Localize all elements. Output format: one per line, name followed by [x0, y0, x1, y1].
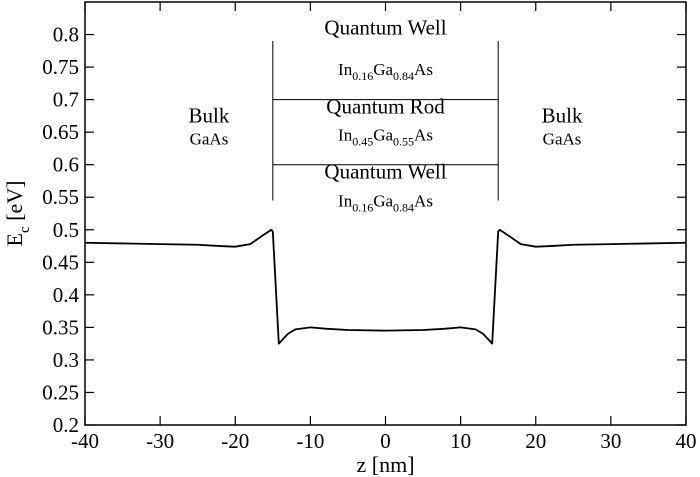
annotation-qw-top-comp: In0.16Ga0.84As	[338, 60, 433, 83]
annotation-bulk-left-comp: GaAs	[190, 130, 229, 149]
x-tick-label: -30	[146, 429, 174, 453]
annotation-qw-bottom-comp: In0.16Ga0.84As	[338, 191, 433, 214]
y-tick-label: 0.65	[42, 120, 79, 144]
y-tick-label: 0.75	[42, 55, 79, 79]
annotation-bulk-left-title: Bulk	[189, 103, 230, 127]
x-tick-label: 0	[380, 429, 391, 453]
y-tick-label: 0.25	[42, 380, 79, 404]
y-tick-label: 0.6	[53, 153, 79, 177]
region-lines	[272, 41, 499, 201]
y-tick-label: 0.45	[42, 250, 79, 274]
x-tick-label: 20	[525, 429, 546, 453]
annotation-qw-top-title: Quantum Well	[324, 16, 446, 40]
x-tick-label: -20	[221, 429, 249, 453]
y-axis-title-sub: c	[17, 226, 33, 233]
y-axis-ticks: 0.2 0.25 0.3 0.35 0.4 0.45 0.5 0.55 0.6 0.65 0.7 0.…	[42, 23, 686, 437]
annotation-bulk-right-title: Bulk	[542, 103, 583, 127]
y-axis-title: Ec [eV]	[2, 181, 33, 247]
x-tick-label: 40	[676, 429, 697, 453]
y-tick-label: 0.55	[42, 185, 79, 209]
series-layer	[84, 228, 687, 345]
y-axis-title-main: E	[2, 233, 27, 246]
x-axis-title: z [nm]	[356, 452, 414, 477]
y-tick-label: 0.8	[53, 23, 79, 47]
y-tick-label: 0.3	[53, 348, 79, 372]
x-axis-ticks: -40 -30 -20 -10 0 10 20 30 40	[71, 2, 697, 453]
y-tick-label: 0.7	[53, 88, 79, 112]
y-axis-title-unit: [eV]	[2, 181, 27, 227]
x-tick-label: -40	[71, 429, 99, 453]
x-tick-label: 30	[600, 429, 621, 453]
y-tick-label: 0.2	[53, 413, 79, 437]
x-tick-label: 10	[450, 429, 471, 453]
series-line-ec	[84, 228, 687, 345]
annotation-qr-comp: In0.45Ga0.55As	[338, 126, 433, 149]
x-tick-label: -10	[296, 429, 324, 453]
y-tick-label: 0.5	[53, 218, 79, 242]
annotation-bulk-right-comp: GaAs	[543, 130, 582, 149]
annotation-qr-title: Quantum Rod	[326, 94, 445, 118]
annotation-qw-bottom-title: Quantum Well	[324, 159, 446, 183]
y-tick-label: 0.4	[53, 283, 80, 307]
y-tick-label: 0.35	[42, 315, 79, 339]
